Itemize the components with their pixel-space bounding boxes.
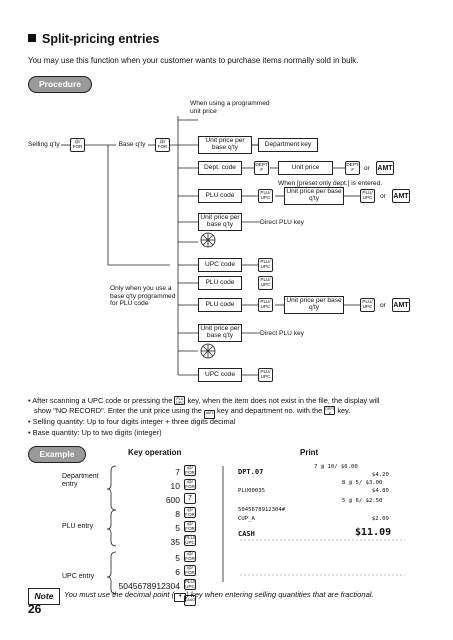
key-operation-header: Key operation <box>128 448 182 457</box>
receipt-line: 5 @ 6/ $2.50 <box>342 498 383 504</box>
plu-upc-key-7: PLU/UPC <box>258 368 273 382</box>
bullet-3: • Base quantity: Up to two digits (integ… <box>28 428 162 437</box>
bullet-1: • After scanning a UPC code or pressing … <box>28 396 380 405</box>
square-bullet-icon <box>28 34 36 42</box>
dept-key-2: DEPT# <box>345 161 360 175</box>
plu-code-box-2: PLU code <box>198 276 242 290</box>
unit-price-per-base-box-2: Unit price per base q'ty <box>284 187 344 205</box>
for-key-ex-6: @/FOR <box>184 564 196 576</box>
bullet-2: • Selling quantity: Up to four digits in… <box>28 417 236 426</box>
key-op-number: 8 <box>175 509 180 519</box>
receipt-line: 7 @ 10/ $6.00 <box>314 464 358 470</box>
for-key: @/FOR <box>70 138 85 152</box>
unit-price-per-base-box-5: Unit price per base q'ty <box>198 324 242 342</box>
bullet-1-cont: show "NO RECORD". Enter the unit price u… <box>34 406 350 419</box>
unit-price-box: Unit price <box>278 161 333 175</box>
receipt-line: 8 @ 5/ $3.00 <box>342 480 383 486</box>
only-when-plu-note: Only when you use a base q'ty programmed… <box>110 285 176 308</box>
amt-key: AMT <box>376 161 394 175</box>
receipt-dept: DPT.07 <box>238 468 264 476</box>
plu-code-box-1: PLU code <box>198 189 242 203</box>
plu-key-ex-1: PLU/UPC <box>184 534 196 546</box>
example-label: Example <box>28 446 86 463</box>
upc-code-box-2: UPC code <box>198 368 242 382</box>
unit-price-per-base-box: Unit price per base q'ty <box>198 136 252 154</box>
note-text: You must use the decimal point (•) key w… <box>64 590 374 602</box>
dept-key-inline: DEPT# <box>324 406 336 415</box>
group-department-entry: Department entry <box>62 473 99 489</box>
amt-key-inline: AMT <box>203 410 215 419</box>
for-key-ex-5: @/FOR <box>184 550 196 562</box>
for-key-2: @/FOR <box>155 138 170 152</box>
dept-7-key: 7 <box>184 493 196 504</box>
key-op-number: 10 <box>170 481 180 491</box>
amt-key-3: AMT <box>392 298 410 312</box>
unit-price-per-base-box-3: Unit price per base q'ty <box>198 213 242 231</box>
key-op-number: 7 <box>175 467 180 477</box>
decimal-point-key-icon: • <box>174 593 187 602</box>
upc-code-box-1: UPC code <box>198 258 242 272</box>
plu-upc-key-5: PLU/UPC <box>258 298 273 312</box>
receipt-line: $4.20 <box>372 472 389 478</box>
section-title: Split-pricing entries <box>28 32 159 46</box>
or-label: or <box>364 165 370 172</box>
for-key-ex-4: @/FOR <box>184 520 196 532</box>
plu-key-ex-2: PLU/UPC <box>184 578 196 590</box>
plu-upc-key-4: PLU/UPC <box>258 276 273 290</box>
for-key-ex-1: @/FOR <box>184 464 196 476</box>
receipt-cup: CUP_A <box>238 516 255 522</box>
page-number: 26 <box>28 602 42 616</box>
key-op-number: 6 <box>175 567 180 577</box>
plu-upc-key-6: PLU/UPC <box>360 298 375 312</box>
key-op-number: 5 <box>175 523 180 533</box>
when-using-programmed-note: When using a programmed unit price <box>190 100 270 115</box>
plu-upc-key-1: PLU/UPC <box>258 189 273 203</box>
cash-key: CA/AT <box>184 595 196 606</box>
plu-code-box-3: PLU code <box>198 298 242 312</box>
dept-code-box: Dept. code <box>198 161 242 175</box>
or-label-2: or <box>380 193 386 200</box>
intro-text: You may use this function when your cust… <box>28 56 359 65</box>
print-header: Print <box>300 448 319 457</box>
key-op-number: 5045678912304 <box>118 581 180 591</box>
plu-upc-key-2: PLU/UPC <box>360 189 375 203</box>
receipt-cash-label: CASH <box>238 530 255 538</box>
selling-qty-label: Selling q'ty <box>28 141 60 148</box>
dept-key: DEPT# <box>254 161 269 175</box>
direct-plu-key-label-2: Direct PLU key <box>260 330 304 337</box>
procedure-label: Procedure <box>28 76 92 93</box>
for-key-ex-3: @/FOR <box>184 506 196 518</box>
key-op-number: 35 <box>170 537 180 547</box>
unit-price-per-base-box-4: Unit price per base q'ty <box>284 296 344 314</box>
direct-plu-key-label: Direct PLU key <box>260 219 304 226</box>
group-plu-entry: PLU entry <box>62 523 94 530</box>
key-op-number: 600 <box>165 495 180 505</box>
key-op-number: 5 <box>175 553 180 563</box>
group-upc-entry: UPC entry <box>62 573 95 580</box>
for-key-ex-2: @/FOR <box>184 478 196 490</box>
receipt-line: $4.80 <box>372 488 389 494</box>
receipt-cup-amt: $2.09 <box>372 516 389 522</box>
note-label: Note <box>28 588 60 605</box>
receipt-cash-amt: $11.09 <box>355 527 392 538</box>
or-label-3: or <box>380 302 386 309</box>
department-key-box: Department key <box>258 138 318 152</box>
amt-key-2: AMT <box>392 189 410 203</box>
receipt-plu: PLU00035 <box>238 488 265 494</box>
base-qty-label: Base q'ty <box>116 139 148 151</box>
when-preset-note: When [preset only dept.] is entered. <box>278 180 383 187</box>
receipt-upc: 5045678912304# <box>238 507 286 513</box>
plu-upc-key-3: PLU/UPC <box>258 258 273 272</box>
